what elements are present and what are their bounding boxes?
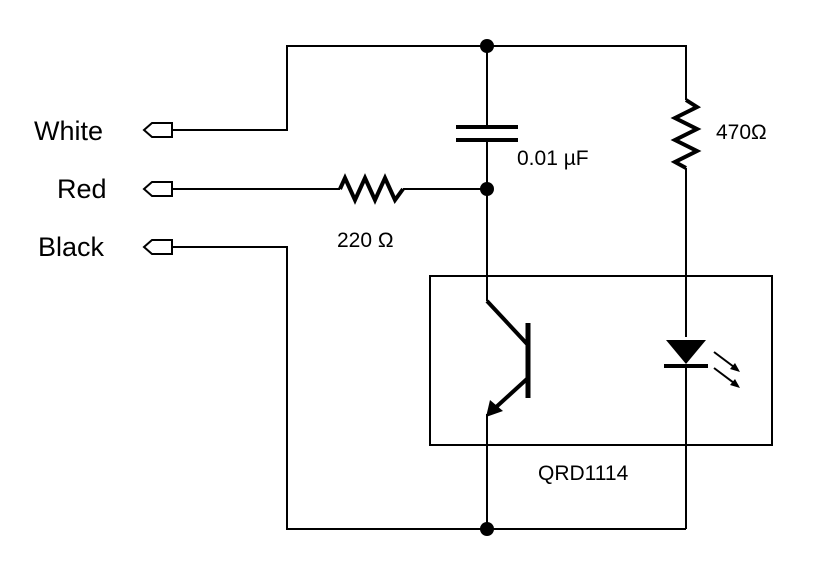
resistor-220-value: 220 Ω	[337, 229, 394, 252]
red-connector-icon[interactable]	[142, 181, 173, 197]
light-arrows-icon	[713, 351, 740, 388]
white-wire	[172, 45, 687, 131]
emitter-arrow-icon	[486, 400, 503, 417]
qrd1114-package	[429, 275, 773, 446]
white-wire-label: White	[34, 116, 104, 146]
white-connector-icon[interactable]	[142, 122, 173, 138]
transistor-emitter	[492, 376, 530, 411]
capacitor-value: 0.01 µF	[517, 147, 589, 170]
junction-bottom	[480, 522, 494, 536]
junction-top	[480, 39, 494, 53]
resistor-220	[338, 173, 405, 205]
resistor-470	[670, 98, 702, 170]
led-triangle	[666, 340, 706, 364]
black-connector-icon[interactable]	[142, 239, 173, 255]
red-wire-label: Red	[57, 174, 107, 204]
resistor-470-value: 470Ω	[716, 121, 767, 144]
part-number-label: QRD1114	[538, 462, 629, 485]
black-wire-label: Black	[38, 232, 105, 262]
junction-mid	[480, 182, 494, 196]
transistor-collector	[485, 299, 530, 347]
